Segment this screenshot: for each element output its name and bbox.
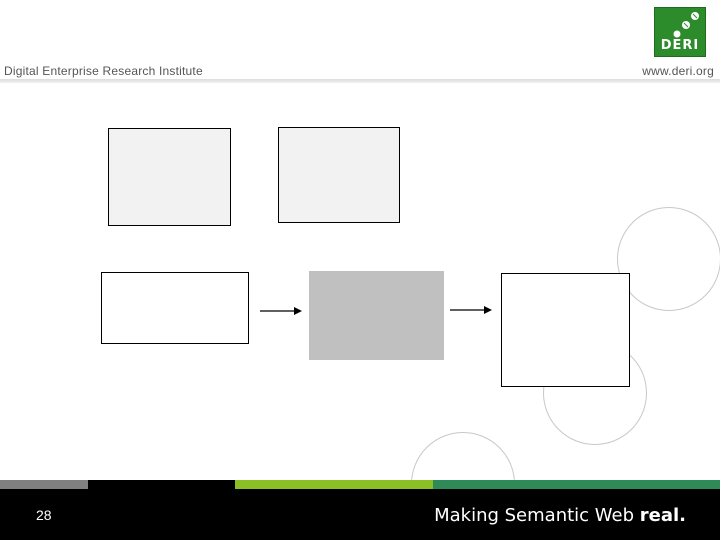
decorative-circle: [617, 207, 720, 311]
footer-stripe-black: [88, 480, 235, 489]
footer-bar: [0, 480, 720, 540]
diagram-box-top-right: [278, 127, 400, 223]
logo-text: DERI: [660, 38, 700, 53]
diagram-box-output: [501, 273, 630, 387]
footer-stripe-green: [433, 480, 720, 489]
logo-dots-icon: [673, 12, 699, 38]
page-number: 28: [36, 507, 52, 523]
arrow-process-to-output: [450, 306, 492, 314]
footer-stripe-lime: [235, 480, 433, 489]
tagline-emphasis: real.: [639, 505, 686, 526]
deri-logo: DERI: [654, 7, 706, 57]
diagram-box-process: [309, 271, 444, 360]
header-divider: [0, 79, 720, 83]
institute-name: Digital Enterprise Research Institute: [4, 64, 203, 78]
arrow-input-to-process: [260, 307, 302, 315]
tagline: Making Semantic Web real.: [434, 505, 686, 526]
website-url[interactable]: www.deri.org: [642, 64, 714, 78]
diagram-box-top-left: [108, 128, 231, 226]
tagline-text: Making Semantic Web: [434, 505, 640, 526]
diagram-box-input: [101, 272, 249, 344]
footer-stripe-gray: [0, 480, 88, 489]
